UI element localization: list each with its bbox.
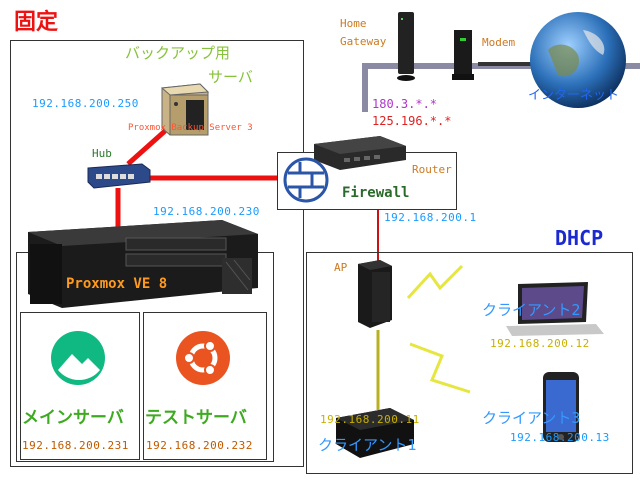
modem-label: Modem (482, 36, 516, 49)
switch-icon (84, 162, 152, 190)
rocky-linux-icon (50, 330, 106, 386)
router-lan-ip: 192.168.200.1 (384, 211, 477, 224)
dhcp-title: DHCP (555, 226, 604, 250)
main-server-box (20, 312, 140, 460)
client2-ip: 192.168.200.12 (490, 337, 590, 350)
internet-label: インターネット (528, 88, 620, 103)
router-icon (310, 134, 410, 174)
nas-icon (156, 80, 210, 136)
fixed-title: 固定 (14, 10, 59, 35)
wifi-zigzag-2 (409, 342, 471, 394)
client3-label: クライアント3 (482, 409, 581, 427)
game-console-icon (330, 402, 416, 464)
router-label: Router (412, 163, 452, 176)
laptop-icon (504, 280, 604, 338)
test-server-label: テストサーバ (145, 408, 247, 428)
client2-label: クライアント2 (482, 301, 581, 319)
wan-ip-1: 180.3.*.* (372, 97, 438, 111)
client1-ip: 192.168.200.11 (320, 413, 420, 426)
globe-icon (528, 10, 628, 110)
firewall-icon (280, 156, 332, 204)
ap-label: AP (334, 261, 348, 274)
link-backup-hub (126, 129, 167, 166)
dhcp-zone-box (306, 252, 633, 474)
test-server-ip: 192.168.200.232 (146, 439, 253, 452)
backup-device-label: Proxmox Backup Server 3 (128, 123, 253, 133)
ubuntu-icon (175, 330, 231, 386)
main-server-label: メインサーバ (22, 408, 124, 428)
modem-icon (448, 28, 478, 82)
access-point-icon (350, 258, 398, 332)
backup-label-line2: サーバ (208, 68, 253, 86)
fixed-zone-box (10, 40, 304, 467)
smartphone-icon (540, 370, 582, 444)
client3-ip: 192.168.200.13 (510, 431, 610, 444)
wifi-zigzag-1 (406, 264, 464, 300)
hub-label: Hub (92, 147, 112, 160)
main-server-ip: 192.168.200.231 (22, 439, 129, 452)
firewall-label: Firewall (342, 185, 410, 201)
wan-ip-2: 125.196.*.* (372, 114, 452, 128)
gateway-label-line1: Home (340, 17, 367, 30)
test-server-box (143, 312, 267, 460)
client1-label: クライアント1 (318, 436, 417, 454)
proxmox-label: Proxmox VE 8 (66, 276, 168, 292)
gateway-icon (394, 10, 418, 82)
proxmox-ip: 192.168.200.230 (153, 205, 260, 218)
backup-label-line1: バックアップ用 (125, 44, 231, 62)
gateway-label-line2: Gateway (340, 35, 387, 48)
backup-ip: 192.168.200.250 (32, 97, 139, 110)
server-chassis-icon (22, 218, 262, 310)
